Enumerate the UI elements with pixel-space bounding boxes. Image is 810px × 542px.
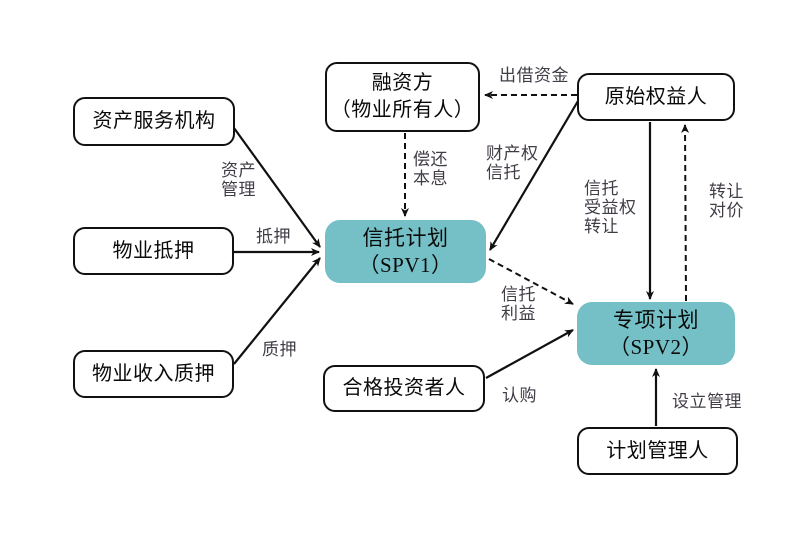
- edge-label-lend-funds: 出借资金: [499, 66, 569, 85]
- edge-label-setup-management: 设立管理: [672, 392, 742, 411]
- node-special-plan-spv2: 专项计划 （SPV2）: [577, 302, 735, 365]
- node-plan-manager: 计划管理人: [577, 427, 738, 475]
- edge-label-property-right-trust: 财产权 信托: [486, 144, 539, 182]
- edge-transfer-consideration-line: [681, 124, 690, 302]
- edge-label-repay-principal-interest: 偿还 本息: [413, 150, 448, 188]
- edge-label-mortgage: 抵押: [256, 227, 291, 246]
- node-qualified-investors: 合格投资者人: [323, 365, 485, 412]
- edge-property-right-trust-line: [489, 100, 579, 251]
- node-property-mortgage: 物业抵押: [73, 227, 234, 275]
- edge-label-transfer-consideration: 转让 对价: [709, 182, 744, 220]
- edge-pledge-line: [233, 257, 321, 365]
- node-financier: 融资方 （物业所有人）: [325, 62, 480, 132]
- edge-label-pledge: 质押: [262, 340, 297, 359]
- edge-asset-management-line: [233, 127, 321, 248]
- edge-label-asset-management: 资产 管理: [221, 161, 256, 199]
- edge-subscription-line: [485, 329, 574, 379]
- node-asset-servicer: 资产服务机构: [73, 97, 235, 146]
- edge-trust-benefit-line: [488, 258, 574, 305]
- node-property-income-pledge: 物业收入质押: [73, 350, 234, 398]
- node-originator: 原始权益人: [577, 73, 735, 121]
- edge-label-trust-beneficiary-transfer: 信托 受益权 转让: [584, 179, 637, 236]
- edge-label-subscription: 认购: [502, 386, 537, 405]
- node-trust-plan-spv1: 信托计划 （SPV1）: [325, 220, 486, 283]
- edge-label-trust-benefit: 信托 利益: [501, 285, 536, 323]
